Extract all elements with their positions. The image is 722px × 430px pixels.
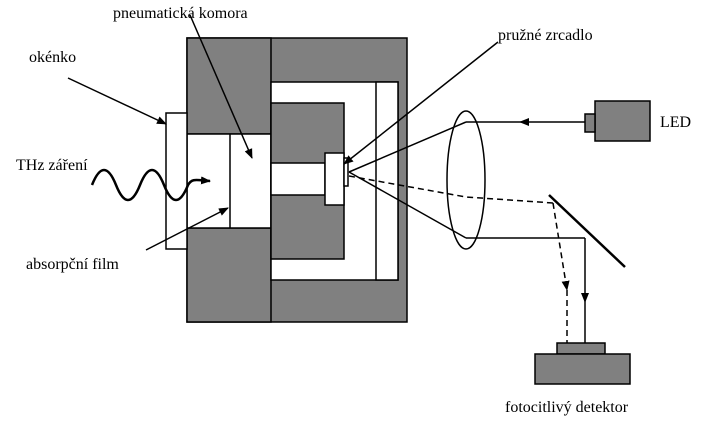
reflecting-mirror bbox=[548, 194, 626, 268]
lens bbox=[446, 110, 486, 250]
output-window bbox=[375, 81, 399, 281]
label-absorption-film: absorpční film bbox=[26, 256, 119, 273]
label-led: LED bbox=[660, 114, 691, 131]
channel-end bbox=[324, 152, 345, 206]
callout-window bbox=[67, 77, 167, 125]
entry-window bbox=[165, 112, 188, 250]
label-photodetector: fotocitlivý detektor bbox=[505, 399, 629, 416]
callout-chamber bbox=[189, 14, 253, 159]
callout-mirror bbox=[343, 41, 499, 165]
photodetector bbox=[534, 342, 631, 385]
label-thz-radiation: THz záření bbox=[16, 157, 88, 174]
lower-left-block bbox=[186, 227, 272, 323]
detector-sensor bbox=[556, 342, 606, 355]
callout-film bbox=[145, 207, 229, 251]
thz-wave bbox=[90, 168, 211, 202]
led-tip bbox=[584, 113, 596, 133]
led-source bbox=[584, 100, 651, 142]
label-pneumatic-chamber: pneumatická komora bbox=[113, 5, 248, 22]
upper-left-block bbox=[186, 37, 272, 135]
led-body bbox=[594, 100, 651, 142]
detector-body bbox=[534, 353, 631, 385]
beam-to-mirror bbox=[348, 121, 467, 173]
label-window: okénko bbox=[29, 49, 76, 66]
gas-channel bbox=[270, 162, 326, 196]
deflected-down-arrow bbox=[552, 202, 570, 291]
label-flexible-mirror: pružné zrcadlo bbox=[498, 27, 593, 44]
beam-reflected bbox=[348, 171, 467, 239]
